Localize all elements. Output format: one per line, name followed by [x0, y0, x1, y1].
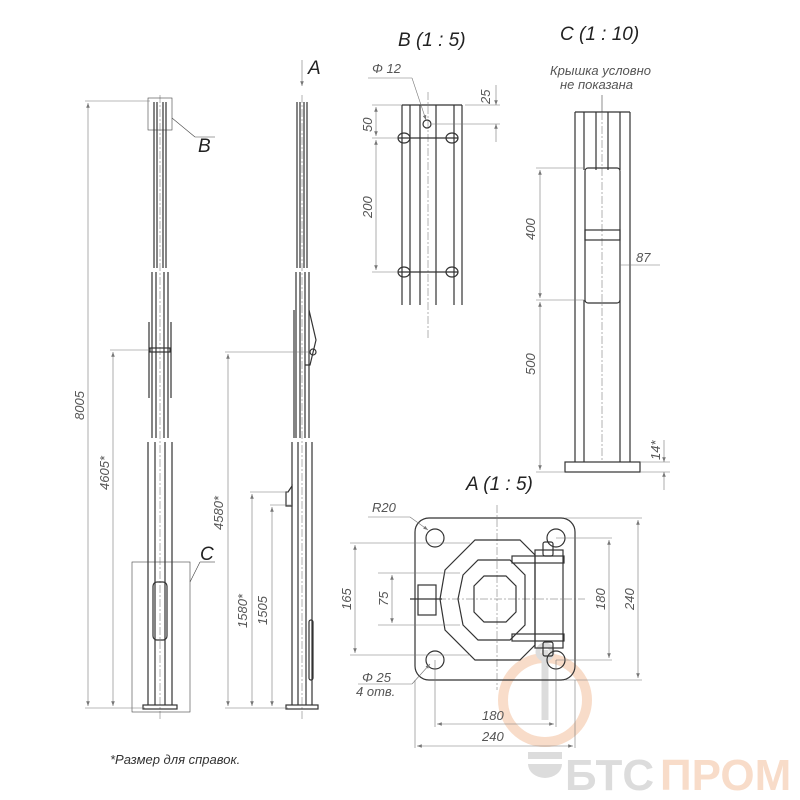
- view-c-detail: C (1 : 10) Крышка условно не показана 40…: [523, 24, 670, 490]
- view-a-base-plate: A (1 : 5) R20 165 75 180 240 180 240 Φ: [339, 474, 642, 748]
- view-c-title: C (1 : 10): [560, 24, 639, 45]
- dim-c-base: 14*: [648, 440, 663, 460]
- dim-a-hole-dia: Φ 25: [362, 670, 392, 685]
- dim-b-top: 25: [478, 89, 493, 105]
- dim-a-180-vertical: 180: [593, 588, 608, 610]
- dim-a-75: 75: [376, 591, 391, 606]
- view-c-note-line1: Крышка условно: [550, 63, 651, 78]
- dim-sleeve-height: 4605*: [97, 455, 112, 490]
- watermark-text-2: ПРОМ: [660, 751, 791, 800]
- dim-side-sleeve-height: 4580*: [211, 495, 226, 530]
- pole-side-view: A 4580* 1580* 1505: [211, 58, 321, 720]
- dim-a-radius: R20: [372, 500, 397, 515]
- footnote: *Размер для справок.: [110, 752, 240, 767]
- callout-a-label: A: [307, 58, 321, 79]
- dim-a-240-vertical: 240: [622, 588, 637, 611]
- dim-b-span: 200: [360, 196, 375, 219]
- watermark-text-1: БТС: [565, 751, 654, 800]
- dim-side-bracket-height: 1580*: [235, 593, 250, 628]
- callout-c-label: C: [200, 544, 214, 565]
- dim-c-width: 87: [636, 250, 651, 265]
- dim-c-upper: 400: [523, 218, 538, 240]
- dim-b-offset: 50: [360, 117, 375, 132]
- dim-b-hole-dia: Φ 12: [372, 61, 402, 76]
- dim-c-lower: 500: [523, 353, 538, 375]
- dim-a-180-horizontal: 180: [482, 708, 504, 723]
- callout-b-label: B: [198, 136, 211, 157]
- pole-front-view: B C 8005 4605*: [72, 95, 215, 720]
- dim-a-240-horizontal: 240: [481, 729, 504, 744]
- dim-pole-height: 8005: [72, 390, 87, 420]
- view-b-detail: B (1 : 5) Φ 12 25 50 200: [360, 30, 500, 340]
- dim-side-door-height: 1505: [255, 595, 270, 625]
- watermark-logo: БТС ПРОМ: [498, 642, 791, 800]
- view-c-note-line2: не показана: [560, 77, 633, 92]
- view-a-title: A (1 : 5): [465, 474, 533, 495]
- dim-a-165: 165: [339, 588, 354, 610]
- dim-a-hole-count: 4 отв.: [356, 684, 395, 699]
- view-b-title: B (1 : 5): [398, 30, 466, 51]
